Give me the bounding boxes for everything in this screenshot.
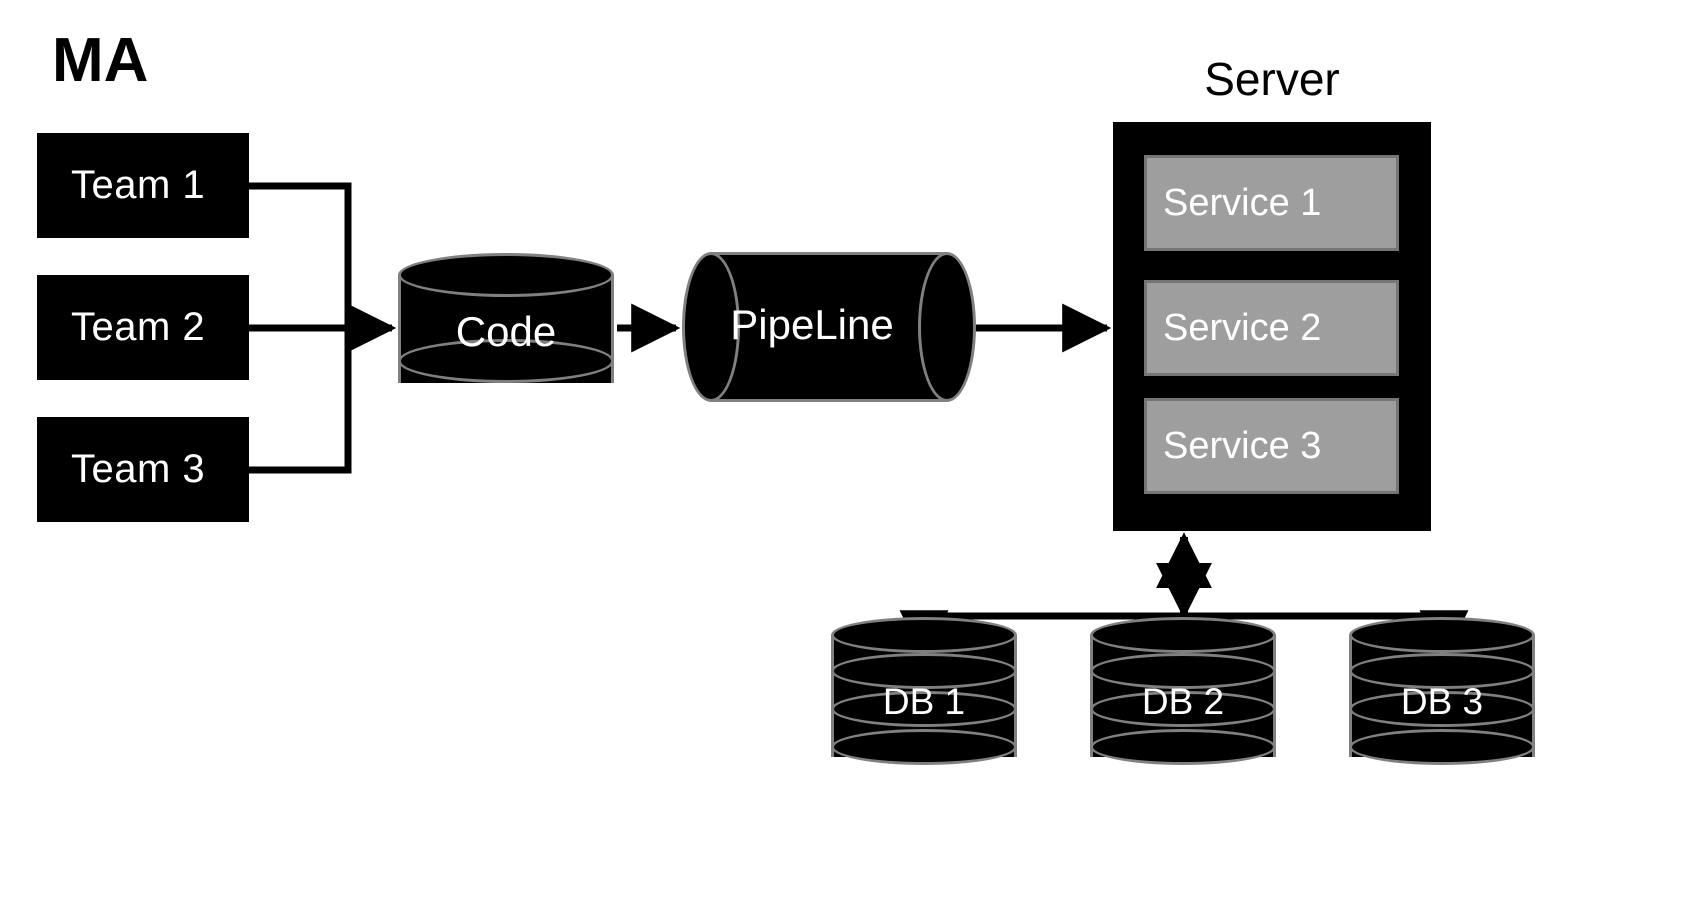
db-disk-bottom	[1090, 729, 1276, 765]
database-node-2[interactable]: DB 2	[1090, 617, 1276, 765]
team-label: Team 1	[71, 163, 206, 207]
code-node-label: Code	[455, 308, 557, 355]
cylinder-top-ellipse	[398, 253, 614, 297]
service-label: Service 1	[1163, 181, 1322, 224]
connector-team1-to-code	[249, 182, 352, 328]
connector-team3-to-code	[249, 328, 352, 474]
team-box-3[interactable]: Team 3	[37, 417, 249, 522]
service-box-2[interactable]: Service 2	[1144, 280, 1399, 376]
pipeline-node-label: PipeLine	[730, 301, 894, 348]
team-box-1[interactable]: Team 1	[37, 133, 249, 238]
server-caption: Server	[1204, 53, 1340, 105]
team-label: Team 3	[71, 447, 206, 491]
server-container[interactable]: Service 1 Service 2 Service 3	[1113, 122, 1431, 531]
hcylinder-right-cap	[918, 252, 976, 402]
hcylinder-body	[710, 252, 948, 402]
db-disk-top	[1090, 617, 1276, 653]
service-label: Service 3	[1163, 424, 1322, 467]
service-box-3[interactable]: Service 3	[1144, 398, 1399, 494]
db-disk-mid-upper	[1090, 653, 1276, 689]
db-disk-top	[831, 617, 1017, 653]
service-box-1[interactable]: Service 1	[1144, 155, 1399, 251]
hcylinder-left-cap	[682, 252, 740, 402]
service-label: Service 2	[1163, 306, 1322, 349]
db-disk-mid-lower	[831, 691, 1017, 727]
cylinder-bottom-ellipse	[398, 339, 614, 383]
db-label: DB 2	[1141, 681, 1225, 722]
db-disk-mid-upper	[831, 653, 1017, 689]
db-disk-top	[1349, 617, 1535, 653]
database-node-1[interactable]: DB 1	[831, 617, 1017, 765]
ma-group-title: MA	[52, 26, 149, 95]
db-label: DB 3	[1400, 681, 1484, 722]
db-label: DB 1	[882, 681, 966, 722]
db-disk-mid-lower	[1090, 691, 1276, 727]
code-repository-node[interactable]: Code	[398, 253, 614, 405]
db-disk-mid-upper	[1349, 653, 1535, 689]
db-disk-bottom	[831, 729, 1017, 765]
team-label: Team 2	[71, 305, 206, 349]
pipeline-node[interactable]: PipeLine	[682, 252, 976, 402]
db-disk-bottom	[1349, 729, 1535, 765]
database-node-3[interactable]: DB 3	[1349, 617, 1535, 765]
team-box-2[interactable]: Team 2	[37, 275, 249, 380]
db-disk-mid-lower	[1349, 691, 1535, 727]
